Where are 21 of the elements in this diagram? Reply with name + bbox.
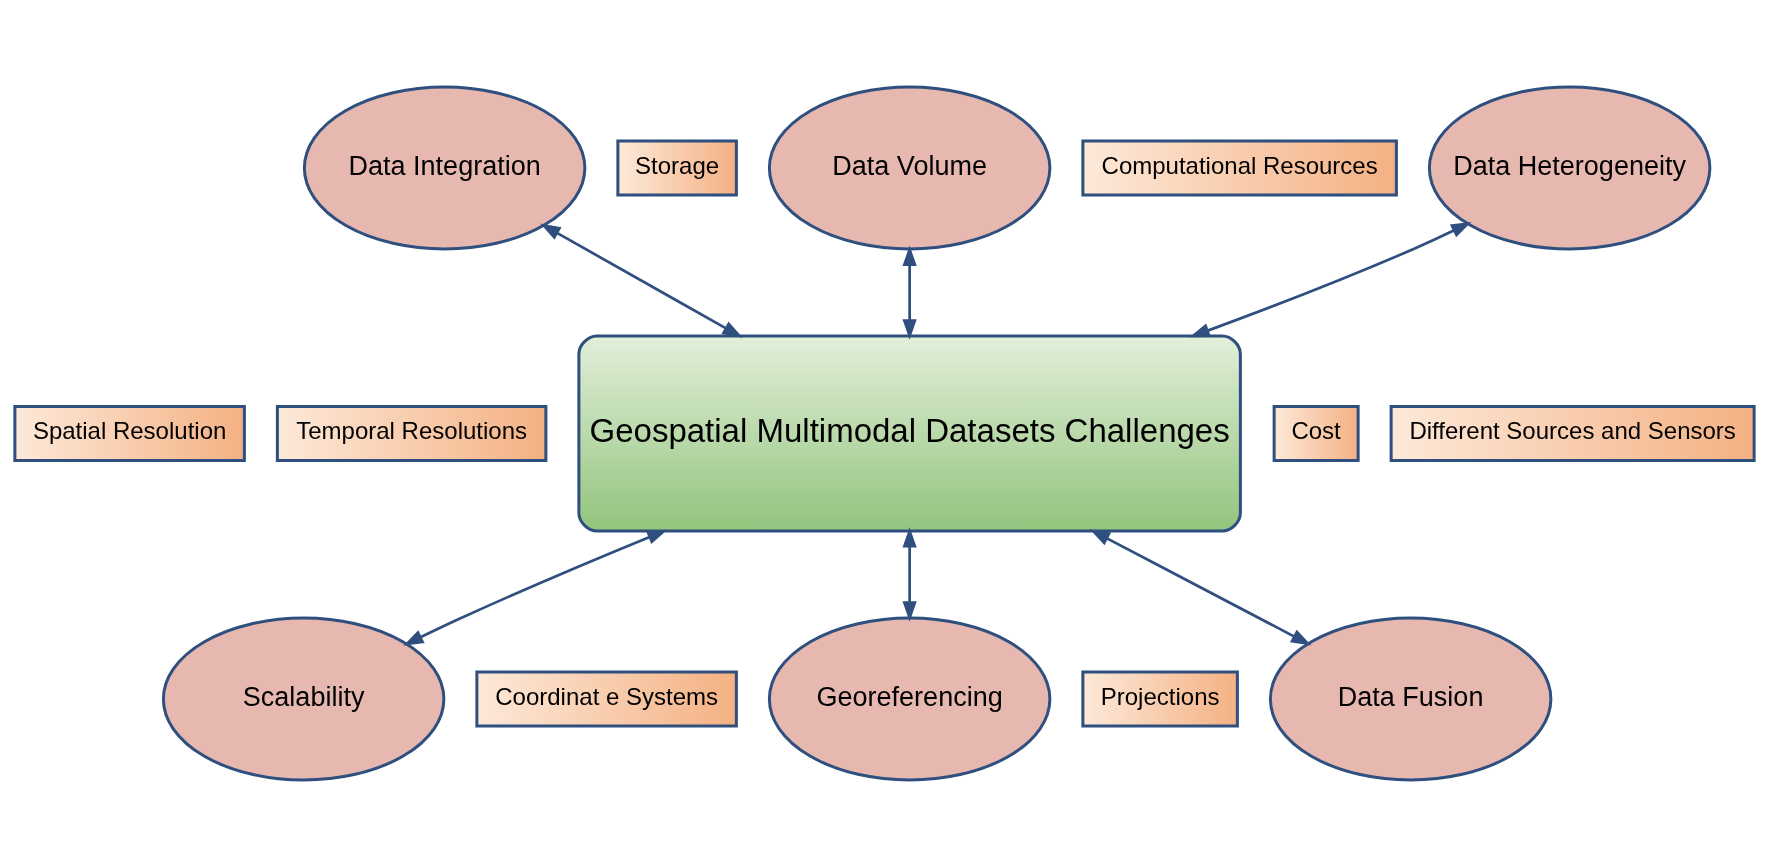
node-box: Geospatial Multimodal Datasets Challenges <box>577 334 1242 532</box>
node-box: Projections <box>1081 670 1239 727</box>
node-ellipse: Data Integration <box>302 85 587 250</box>
arrow <box>1189 221 1472 337</box>
node-ellipse: Data Heterogeneity <box>1427 85 1712 250</box>
arrow <box>1089 528 1312 645</box>
arrow <box>902 245 917 340</box>
node-box: Different Sources and Sensors <box>1389 404 1756 462</box>
node-box: Coordinat e Systems <box>475 670 738 727</box>
node-ellipse: Scalability <box>161 616 446 781</box>
node-box: Cost <box>1272 404 1360 462</box>
node-box: Temporal Resolutions <box>275 404 548 462</box>
arrow <box>403 529 668 646</box>
arrow <box>540 222 743 338</box>
arrow <box>902 526 917 622</box>
node-box: Storage <box>616 139 738 196</box>
node-box: Spatial Resolution <box>13 404 246 462</box>
node-ellipse: Georeferencing <box>767 616 1052 781</box>
node-ellipse: Data Volume <box>767 85 1052 250</box>
node-ellipse: Data Fusion <box>1268 616 1553 781</box>
node-box: Computational Resources <box>1081 139 1398 196</box>
